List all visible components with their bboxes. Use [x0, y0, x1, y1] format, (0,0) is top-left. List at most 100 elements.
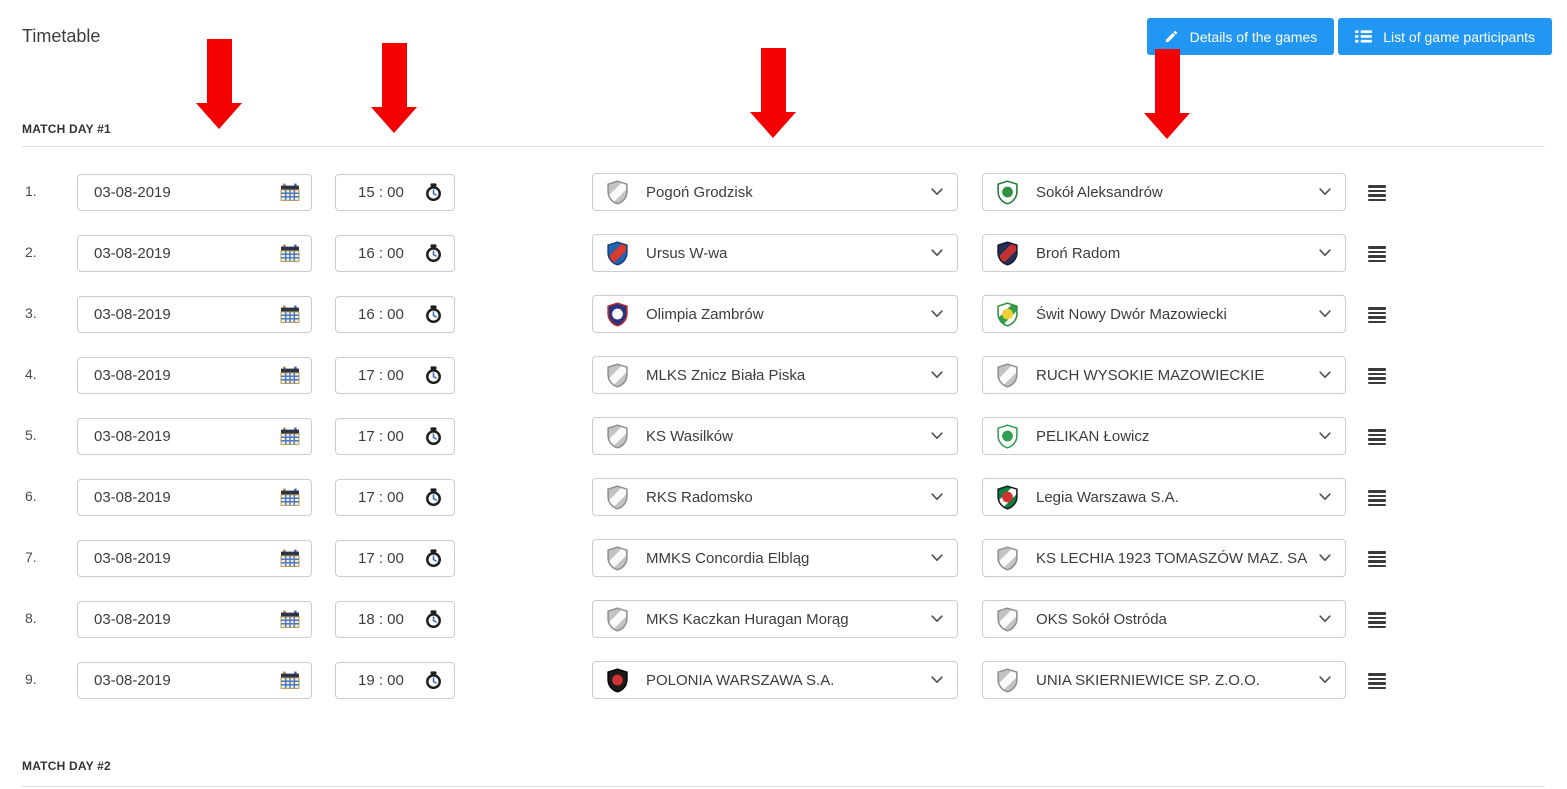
list-of-participants-button[interactable]: List of game participants [1338, 18, 1552, 55]
date-value: 03-08-2019 [94, 184, 171, 201]
calendar-icon[interactable] [280, 427, 300, 447]
drag-handle-icon[interactable] [1368, 368, 1386, 384]
away-team-name: UNIA SKIERNIEWICE SP. Z.O.O. [1036, 671, 1260, 689]
chevron-down-icon [931, 554, 943, 562]
match-row: 9. 03-08-2019 [0, 650, 1567, 711]
chevron-down-icon [931, 310, 943, 318]
date-input[interactable]: 03-08-2019 [77, 174, 312, 211]
date-value: 03-08-2019 [94, 489, 171, 506]
away-team-select[interactable]: UNIA SKIERNIEWICE SP. Z.O.O. [982, 661, 1346, 699]
away-team-crest-icon [997, 606, 1018, 632]
time-input[interactable]: 18 : 00 [335, 601, 455, 638]
time-input[interactable]: 15 : 00 [335, 174, 455, 211]
calendar-icon[interactable] [280, 549, 300, 569]
clock-icon[interactable] [425, 244, 442, 263]
away-team-select[interactable]: Broń Radom [982, 234, 1346, 272]
row-number: 4. [25, 366, 37, 382]
calendar-icon[interactable] [280, 488, 300, 508]
away-team-select[interactable]: PELIKAN Łowicz [982, 417, 1346, 455]
calendar-icon[interactable] [280, 610, 300, 630]
date-input[interactable]: 03-08-2019 [77, 601, 312, 638]
date-input[interactable]: 03-08-2019 [77, 357, 312, 394]
clock-icon[interactable] [425, 671, 442, 690]
away-team-crest-icon [997, 179, 1018, 205]
home-team-select[interactable]: Ursus W-wa [592, 234, 958, 272]
details-of-games-label: Details of the games [1189, 28, 1318, 45]
details-of-games-button[interactable]: Details of the games [1146, 18, 1335, 55]
clock-icon[interactable] [425, 305, 442, 324]
chevron-down-icon [931, 615, 943, 623]
clock-icon[interactable] [425, 610, 442, 629]
calendar-icon[interactable] [280, 366, 300, 386]
home-team-name: POLONIA WARSZAWA S.A. [646, 671, 835, 689]
home-team-select[interactable]: KS Wasilków [592, 417, 958, 455]
time-input[interactable]: 17 : 00 [335, 479, 455, 516]
chevron-down-icon [1319, 676, 1331, 684]
drag-handle-icon[interactable] [1368, 551, 1386, 567]
date-input[interactable]: 03-08-2019 [77, 235, 312, 272]
date-value: 03-08-2019 [94, 245, 171, 262]
calendar-icon[interactable] [280, 305, 300, 325]
time-input[interactable]: 17 : 00 [335, 418, 455, 455]
drag-handle-icon[interactable] [1368, 185, 1386, 201]
calendar-icon[interactable] [280, 671, 300, 691]
away-team-select[interactable]: KS LECHIA 1923 TOMASZÓW MAZ. SA [982, 539, 1346, 577]
home-team-crest-icon [607, 240, 628, 266]
arrow-shaft [381, 43, 407, 107]
home-team-crest-icon [607, 545, 628, 571]
row-number: 2. [25, 244, 37, 260]
clock-icon[interactable] [425, 427, 442, 446]
clock-icon[interactable] [425, 549, 442, 568]
home-team-name: MLKS Znicz Biała Piska [646, 366, 806, 384]
away-team-select[interactable]: RUCH WYSOKIE MAZOWIECKIE [982, 356, 1346, 394]
chevron-down-icon [1319, 249, 1331, 257]
clock-icon[interactable] [425, 488, 442, 507]
drag-handle-icon[interactable] [1368, 429, 1386, 445]
drag-handle-icon[interactable] [1368, 673, 1386, 689]
away-team-select[interactable]: Sokół Aleksandrów [982, 173, 1346, 211]
annotation-arrow-home-team [750, 48, 796, 138]
match-row: 3. 03-08-2019 [0, 284, 1567, 345]
date-input[interactable]: 03-08-2019 [77, 296, 312, 333]
home-team-select[interactable]: MLKS Znicz Biała Piska [592, 356, 958, 394]
drag-handle-icon[interactable] [1368, 307, 1386, 323]
home-team-select[interactable]: MMKS Concordia Elbląg [592, 539, 958, 577]
home-team-select[interactable]: POLONIA WARSZAWA S.A. [592, 661, 958, 699]
time-input[interactable]: 16 : 00 [335, 235, 455, 272]
date-input[interactable]: 03-08-2019 [77, 418, 312, 455]
drag-handle-icon[interactable] [1368, 612, 1386, 628]
away-team-select[interactable]: Świt Nowy Dwór Mazowiecki [982, 295, 1346, 333]
home-team-crest-icon [607, 606, 628, 632]
drag-handle-icon[interactable] [1368, 246, 1386, 262]
away-team-select[interactable]: Legia Warszawa S.A. [982, 478, 1346, 516]
date-input[interactable]: 03-08-2019 [77, 662, 312, 699]
arrow-head [196, 103, 242, 129]
calendar-icon[interactable] [280, 244, 300, 264]
matchday-2-heading: MATCH DAY #2 [22, 759, 111, 773]
match-row: 6. 03-08-2019 [0, 467, 1567, 528]
calendar-icon[interactable] [280, 183, 300, 203]
row-number: 3. [25, 305, 37, 321]
chevron-down-icon [1319, 493, 1331, 501]
home-team-crest-icon [607, 179, 628, 205]
away-team-crest-icon [997, 301, 1018, 327]
drag-handle-icon[interactable] [1368, 490, 1386, 506]
date-input[interactable]: 03-08-2019 [77, 479, 312, 516]
date-input[interactable]: 03-08-2019 [77, 540, 312, 577]
home-team-select[interactable]: Olimpia Zambrów [592, 295, 958, 333]
time-input[interactable]: 17 : 00 [335, 540, 455, 577]
home-team-select[interactable]: Pogoń Grodzisk [592, 173, 958, 211]
row-number: 8. [25, 610, 37, 626]
clock-icon[interactable] [425, 366, 442, 385]
clock-icon[interactable] [425, 183, 442, 202]
away-team-crest-icon [997, 423, 1018, 449]
home-team-select[interactable]: MKS Kaczkan Huragan Morąg [592, 600, 958, 638]
time-input[interactable]: 17 : 00 [335, 357, 455, 394]
away-team-select[interactable]: OKS Sokół Ostróda [982, 600, 1346, 638]
row-number: 7. [25, 549, 37, 565]
home-team-crest-icon [607, 484, 628, 510]
arrow-shaft [760, 48, 786, 112]
home-team-select[interactable]: RKS Radomsko [592, 478, 958, 516]
time-input[interactable]: 19 : 00 [335, 662, 455, 699]
time-input[interactable]: 16 : 00 [335, 296, 455, 333]
